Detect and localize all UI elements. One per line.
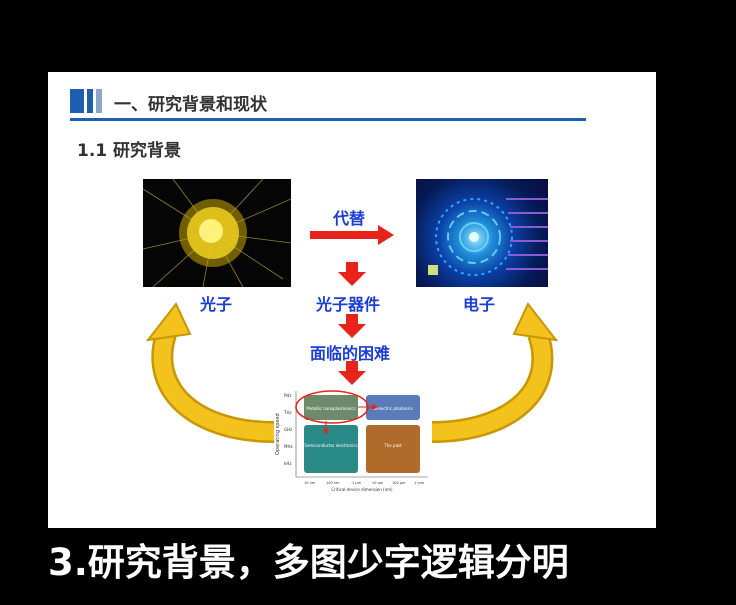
y-tick: MHz xyxy=(284,444,293,449)
slide: 一、研究背景和现状 1.1 研究背景 xyxy=(48,72,656,528)
right-curve-arrow-icon xyxy=(431,302,559,443)
cell-label: The past xyxy=(383,443,402,448)
diagram-y-label: Operating speed xyxy=(275,413,281,455)
y-tick: kHz xyxy=(284,461,291,466)
label-photonic-device: 光子器件 xyxy=(316,295,381,314)
diagram-cell-past xyxy=(366,425,420,473)
x-tick: 100 μm xyxy=(392,481,406,485)
x-tick: 100 nm xyxy=(326,481,340,485)
cell-label: Dielectric photonics xyxy=(373,406,413,411)
diagram-x-label: Critical device dimension (nm) xyxy=(331,487,393,492)
diagram-cell-dielectric xyxy=(366,395,420,420)
x-tick: 10 nm xyxy=(304,481,316,485)
label-photon: 光子 xyxy=(200,295,233,314)
speed-dimension-diagram: Operating speed PHz THz GHz MHz kHz Meta… xyxy=(274,385,432,493)
x-tick: 10 μm xyxy=(372,481,384,485)
cell-label: Metallic nanoplasmonics xyxy=(306,406,355,411)
replace-arrow-icon xyxy=(310,225,394,245)
subtitle: 1.1 研究背景 xyxy=(77,141,182,161)
flow-arrows xyxy=(145,225,559,443)
cell-label: Semiconductor electronics xyxy=(304,443,357,448)
diagram-cell-semiconductor xyxy=(304,425,358,473)
photon-image xyxy=(143,179,291,287)
diagram-cell-metallic xyxy=(304,395,358,420)
down-arrow-icon xyxy=(338,262,366,385)
caption: 3.研究背景，多图少字逻辑分明 xyxy=(48,541,569,584)
header-divider xyxy=(70,118,586,121)
y-tick: PHz xyxy=(284,393,292,398)
electron-image xyxy=(416,179,548,287)
header-bars-icon xyxy=(70,89,102,113)
y-tick: THz xyxy=(283,410,292,415)
y-tick: GHz xyxy=(284,427,292,432)
x-tick: 1 μm xyxy=(352,481,362,485)
label-difficulty: 面临的困难 xyxy=(310,344,391,363)
section-title: 一、研究背景和现状 xyxy=(114,95,267,115)
x-tick: 1 mm xyxy=(414,481,425,485)
label-replace: 代替 xyxy=(333,209,366,228)
left-curve-arrow-icon xyxy=(145,302,275,443)
label-electron: 电子 xyxy=(463,295,496,314)
